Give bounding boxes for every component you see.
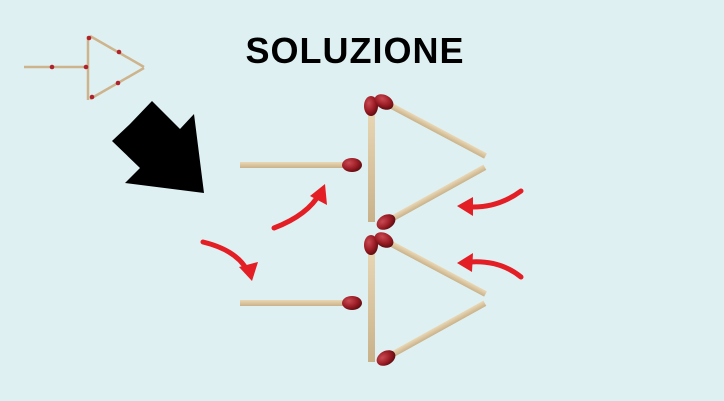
match-head <box>364 235 378 255</box>
match-head <box>374 94 394 110</box>
lower-figure <box>240 232 487 366</box>
page-title: SOLUZIONE <box>245 30 465 71</box>
red-curved-arrow-icon <box>457 253 524 280</box>
small-match-head <box>116 49 122 55</box>
match-stick <box>384 164 487 225</box>
upper-figure <box>240 94 487 230</box>
small-match-head <box>83 64 89 70</box>
match-head <box>374 232 394 248</box>
red-curved-arrow-icon <box>271 184 327 231</box>
match-head <box>364 96 378 116</box>
match-head <box>376 214 396 230</box>
small-match-head <box>89 94 95 100</box>
match-stick <box>384 300 487 361</box>
match-stick <box>240 162 352 168</box>
red-curved-arrow-icon <box>200 239 258 281</box>
original-figure <box>24 34 145 101</box>
match-stick <box>382 237 487 297</box>
match-head <box>342 296 362 310</box>
match-head <box>376 350 396 366</box>
match-stick <box>382 99 487 159</box>
match-stick <box>368 104 375 222</box>
red-curved-arrow-icon <box>457 188 524 216</box>
small-match-head <box>49 64 55 70</box>
small-match-head <box>86 35 92 41</box>
match-head <box>342 158 362 172</box>
match-stick <box>240 300 352 306</box>
match-stick <box>368 242 375 362</box>
small-match-head <box>115 80 121 86</box>
big-black-arrow-icon <box>112 101 204 193</box>
